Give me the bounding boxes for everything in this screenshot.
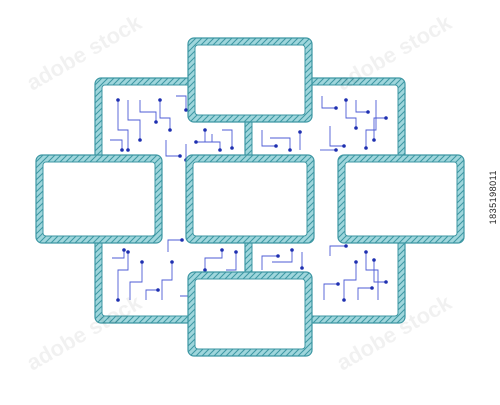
- circuit-node: [384, 116, 388, 120]
- circuit-node: [276, 254, 280, 258]
- circuit-node: [220, 248, 224, 252]
- circuit-node: [364, 146, 368, 150]
- circuit-node: [334, 148, 338, 152]
- circuit-trace: [161, 262, 173, 300]
- circuit-node: [178, 154, 182, 158]
- circuit-trace: [373, 117, 386, 140]
- circuit-trace: [270, 137, 291, 150]
- frame-panel: [194, 278, 306, 350]
- frame-panel: [42, 161, 156, 237]
- circuit-trace: [110, 139, 123, 150]
- circuit-node: [184, 108, 188, 112]
- circuit-node: [203, 268, 207, 272]
- circuit-trace: [261, 130, 276, 147]
- frame-panel: [344, 161, 458, 237]
- circuit-trace: [127, 100, 141, 140]
- circuit-trace: [357, 287, 372, 300]
- circuit-node: [342, 298, 346, 302]
- circuit-node: [218, 148, 222, 152]
- circuit-trace: [204, 250, 223, 270]
- front-frames-layer: [35, 37, 465, 357]
- circuit-trace: [323, 283, 338, 300]
- circuit-node: [168, 128, 172, 132]
- frame-bottom: [187, 271, 313, 357]
- frame-panel: [194, 44, 306, 116]
- frame-top: [187, 37, 313, 123]
- circuit-node: [116, 98, 120, 102]
- circuit-node: [354, 126, 358, 130]
- circuit-trace: [117, 252, 129, 300]
- circuit-node: [120, 148, 124, 152]
- circuit-node: [126, 148, 130, 152]
- circuit-node: [372, 258, 376, 262]
- circuit-trace: [343, 262, 357, 300]
- circuit-node: [180, 238, 184, 242]
- circuit-trace: [139, 100, 157, 122]
- circuit-node: [342, 144, 346, 148]
- circuit-node: [122, 248, 126, 252]
- circuit-node: [290, 248, 294, 252]
- circuit-trace: [365, 100, 377, 148]
- circuit-node: [334, 106, 338, 110]
- circuit-node: [364, 250, 368, 254]
- circuit-trace: [129, 262, 143, 300]
- circuit-node: [336, 282, 340, 286]
- circuit-trace: [112, 250, 125, 259]
- circuit-trace: [272, 250, 293, 263]
- circuit-node: [274, 144, 278, 148]
- circuit-trace: [176, 95, 187, 110]
- frame-panel: [192, 161, 308, 237]
- circuit-node: [230, 146, 234, 150]
- circuit-trace: [204, 130, 221, 150]
- frame-center: [185, 154, 315, 244]
- circuit-trace: [321, 96, 336, 109]
- circuit-trace: [117, 100, 129, 150]
- circuit-trace: [329, 245, 346, 256]
- circuit-node: [140, 260, 144, 264]
- circuit-trace: [167, 239, 182, 252]
- circuit-node: [366, 110, 370, 114]
- circuit-node: [194, 140, 198, 144]
- frame-left: [35, 154, 163, 244]
- circuit-node: [354, 260, 358, 264]
- circuit-trace: [365, 252, 379, 300]
- circuit-trace: [145, 289, 158, 300]
- circuit-trace: [261, 255, 278, 270]
- circuit-node: [126, 250, 130, 254]
- circuit-node: [158, 98, 162, 102]
- circuit-trace: [165, 140, 180, 157]
- circuit-node: [300, 266, 304, 270]
- circuit-trace: [159, 100, 171, 130]
- circuit-node: [156, 288, 160, 292]
- circuit-node: [372, 138, 376, 142]
- circuit-node: [203, 128, 207, 132]
- circuit-trace: [373, 260, 386, 283]
- circuit-trace: [345, 100, 357, 128]
- circuit-node: [116, 298, 120, 302]
- circuit-trace: [196, 134, 213, 143]
- circuit-trace: [226, 252, 237, 271]
- circuit-node: [138, 138, 142, 142]
- circuit-trace: [329, 126, 344, 147]
- circuit-node: [234, 250, 238, 254]
- circuit-node: [344, 244, 348, 248]
- circuit-node: [288, 148, 292, 152]
- circuit-node: [370, 286, 374, 290]
- circuit-node: [344, 98, 348, 102]
- circuit-node: [384, 280, 388, 284]
- circuit-node: [154, 120, 158, 124]
- circuit-node: [170, 260, 174, 264]
- circuit-node: [298, 130, 302, 134]
- stock-image-id: 1835198011: [488, 170, 498, 225]
- circuit-trace: [222, 129, 233, 148]
- frame-right: [337, 154, 465, 244]
- circuit-trace: [355, 100, 368, 113]
